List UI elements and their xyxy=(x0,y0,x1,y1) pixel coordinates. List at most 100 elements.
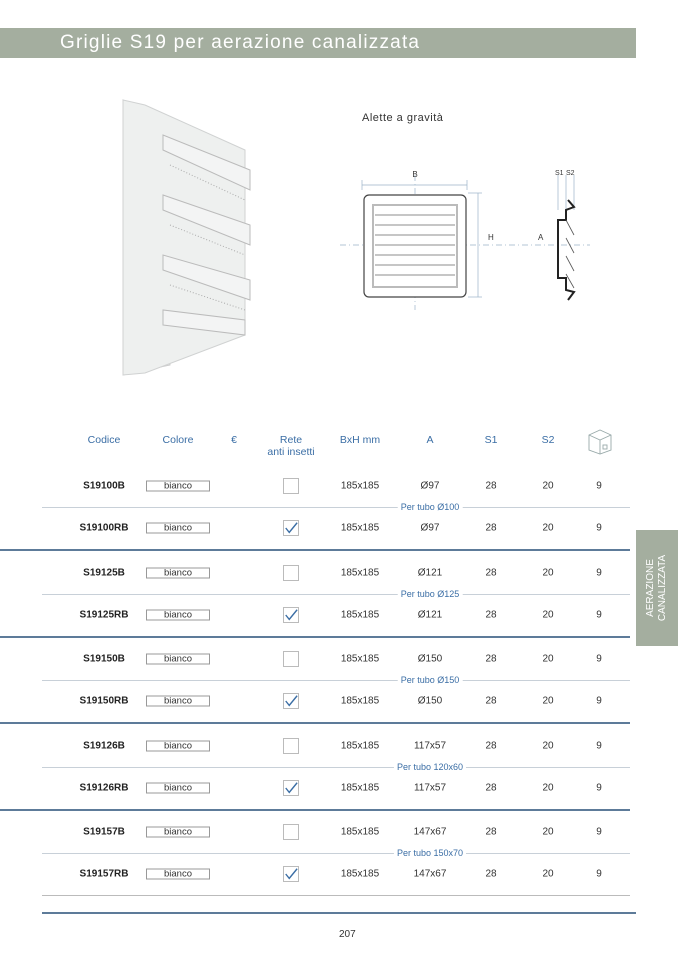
check-icon xyxy=(285,522,298,534)
row-code: S19150B xyxy=(83,653,125,665)
row-s2: 20 xyxy=(542,567,554,578)
row-s1: 28 xyxy=(485,782,497,793)
row-a: 117x57 xyxy=(413,782,447,793)
row-code: S19157RB xyxy=(79,868,129,880)
row-color: bianco xyxy=(146,567,210,578)
row-a: Ø97 xyxy=(420,480,440,492)
row-s2: 20 xyxy=(542,653,554,665)
header-codice: Codice xyxy=(87,434,121,446)
row-bxh: 185x185 xyxy=(340,567,380,578)
insect-net-checkbox xyxy=(283,564,299,581)
row-bxh: 185x185 xyxy=(340,522,380,534)
header-colore: Colore xyxy=(162,434,194,446)
row-qty: 9 xyxy=(596,609,602,620)
insect-net-checkbox xyxy=(283,866,299,882)
row-qty: 9 xyxy=(596,567,602,578)
diagram-caption: Alette a gravità xyxy=(362,112,444,124)
row-code: S19125B xyxy=(83,567,125,578)
product-photo xyxy=(122,99,251,376)
row-code: S19150RB xyxy=(79,695,129,707)
page-number: 207 xyxy=(339,929,356,940)
row-bxh: 185x185 xyxy=(340,480,380,492)
row-qty: 9 xyxy=(596,480,602,492)
insect-net-checkbox xyxy=(283,779,299,796)
row-code: S19125RB xyxy=(79,609,129,620)
pipe-note: Per tubo 120x60 xyxy=(393,761,467,772)
row-s1: 28 xyxy=(485,480,497,492)
row-code: S19126RB xyxy=(79,782,129,793)
row-qty: 9 xyxy=(596,695,602,707)
row-a: Ø150 xyxy=(417,695,443,707)
check-icon xyxy=(285,781,298,793)
row-a: 117x57 xyxy=(413,740,447,751)
insect-net-checkbox xyxy=(283,651,299,667)
pipe-note: Per tubo 150x70 xyxy=(393,848,467,858)
header-bxh: BxH mm xyxy=(339,434,381,446)
row-color: bianco xyxy=(146,695,210,707)
dimension-diagram: B H A S1 S2 xyxy=(340,170,590,310)
row-a: 147x67 xyxy=(413,826,447,838)
label-s1: S1 xyxy=(555,170,564,177)
row-color: bianco xyxy=(146,740,210,751)
page-title: Griglie S19 per aerazione canalizzata xyxy=(60,32,421,53)
row-color: bianco xyxy=(146,653,210,665)
row-s2: 20 xyxy=(542,695,554,707)
row-bxh: 185x185 xyxy=(340,868,380,880)
label-s2: S2 xyxy=(566,170,575,177)
insect-net-checkbox xyxy=(283,606,299,623)
header-rete-line2: anti insetti xyxy=(267,446,315,458)
label-a: A xyxy=(538,233,544,242)
group-separator xyxy=(0,722,630,724)
row-s2: 20 xyxy=(542,609,554,620)
check-icon xyxy=(285,695,298,707)
row-s2: 20 xyxy=(542,740,554,751)
row-a: Ø121 xyxy=(417,609,443,620)
insect-net-checkbox xyxy=(283,478,299,494)
row-color: bianco xyxy=(146,609,210,620)
row-a: 147x67 xyxy=(413,868,447,880)
row-bxh: 185x185 xyxy=(340,609,380,620)
row-bxh: 185x185 xyxy=(340,653,380,665)
label-h: H xyxy=(488,233,494,242)
subrow-divider xyxy=(42,853,630,854)
header-euro: € xyxy=(231,434,237,446)
row-s1: 28 xyxy=(485,868,497,880)
row-qty: 9 xyxy=(596,826,602,838)
subrow-divider xyxy=(42,593,630,595)
row-qty: 9 xyxy=(596,782,602,793)
row-qty: 9 xyxy=(596,868,602,880)
row-bxh: 185x185 xyxy=(340,740,380,751)
group-separator xyxy=(0,549,630,551)
section-tab-line2: CANALIZZATA xyxy=(657,554,668,622)
pipe-note: Per tubo Ø100 xyxy=(397,502,463,512)
row-s2: 20 xyxy=(542,826,554,838)
row-s1: 28 xyxy=(485,826,497,838)
row-s2: 20 xyxy=(542,480,554,492)
row-qty: 9 xyxy=(596,740,602,751)
row-s1: 28 xyxy=(485,522,497,534)
row-bxh: 185x185 xyxy=(340,826,380,838)
row-a: Ø150 xyxy=(417,653,443,665)
subrow-divider xyxy=(42,680,630,681)
check-icon xyxy=(285,868,298,880)
row-bxh: 185x185 xyxy=(340,695,380,707)
row-s1: 28 xyxy=(485,567,497,578)
group-separator xyxy=(0,635,630,638)
pipe-note: Per tubo Ø150 xyxy=(397,675,463,685)
header-rete-line1: Rete xyxy=(279,434,303,446)
insect-net-checkbox xyxy=(283,693,299,709)
pipe-note: Per tubo Ø125 xyxy=(397,588,463,599)
subrow-divider xyxy=(42,766,630,768)
row-code: S19126B xyxy=(83,740,125,751)
section-tab-line1: AERAZIONE xyxy=(645,559,656,617)
header-s2: S2 xyxy=(541,434,555,446)
row-a: Ø121 xyxy=(417,567,443,578)
row-a: Ø97 xyxy=(420,522,440,534)
row-code: S19100B xyxy=(83,480,125,492)
table-end-line xyxy=(42,895,630,896)
row-bxh: 185x185 xyxy=(340,782,380,793)
row-color: bianco xyxy=(146,782,210,793)
box-icon xyxy=(588,429,612,455)
